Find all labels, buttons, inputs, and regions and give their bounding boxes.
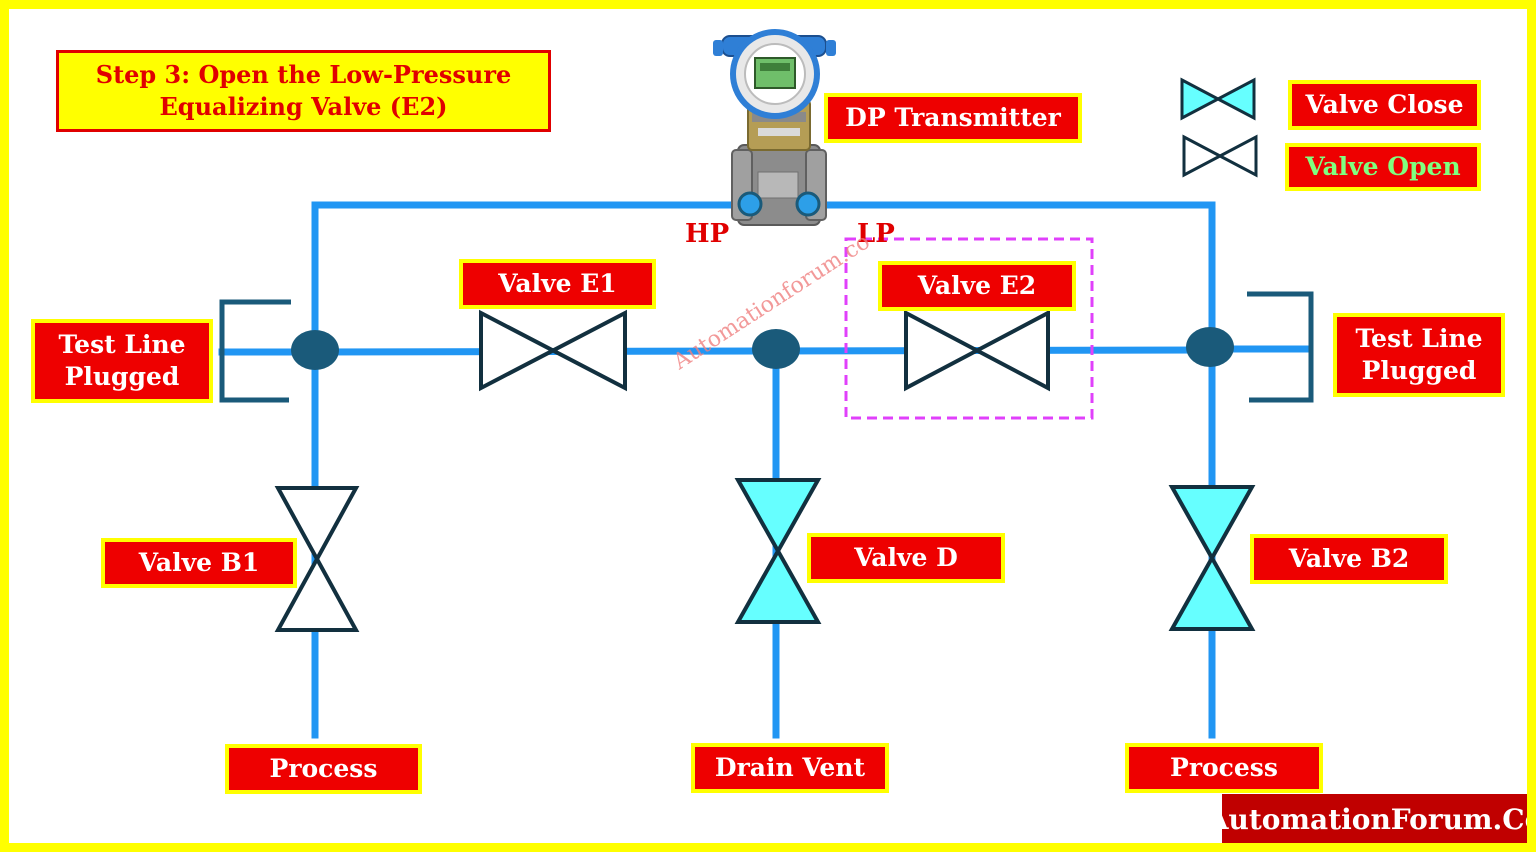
valve-b1-label: Valve B1 xyxy=(101,538,297,588)
legend-closed-valve-icon xyxy=(1180,77,1256,121)
valve-e2-label: Valve E2 xyxy=(878,261,1076,311)
legend-closed-label: Valve Close xyxy=(1288,80,1481,130)
lp-impulse-line xyxy=(804,201,1216,352)
right-test-line-label: Test Line Plugged xyxy=(1333,313,1505,397)
left-process-label: Process xyxy=(225,744,422,794)
left-test-line-plug xyxy=(219,299,291,403)
right-test-line-plug xyxy=(1247,291,1314,403)
pipes xyxy=(218,201,1314,739)
right-junction xyxy=(1186,327,1234,367)
center-junction xyxy=(752,329,800,369)
valve-e1-label: Valve E1 xyxy=(459,259,656,309)
valve-d-label: Valve D xyxy=(807,533,1005,583)
brand-logo: AutomationForum.Co xyxy=(1207,794,1527,843)
dp-transmitter-icon xyxy=(713,29,836,226)
valve-b2-label: Valve B2 xyxy=(1250,534,1448,584)
legend-open-valve-icon xyxy=(1182,134,1258,178)
manifold-schematic xyxy=(218,29,1314,739)
valve-e1-symbol[interactable] xyxy=(479,309,627,392)
valve-d-symbol[interactable] xyxy=(734,478,822,624)
lp-port-label: LP xyxy=(857,219,895,249)
right-process-label: Process xyxy=(1125,743,1323,793)
valve-e2-symbol[interactable] xyxy=(904,309,1050,392)
hp-impulse-line xyxy=(311,201,749,354)
e2-highlight-box xyxy=(844,237,1094,420)
junctions xyxy=(291,327,1234,370)
hp-port-label: HP xyxy=(685,219,730,249)
valve-b1-symbol[interactable] xyxy=(274,486,360,632)
valve-b2-symbol[interactable] xyxy=(1168,485,1256,631)
left-test-line-label: Test Line Plugged xyxy=(31,319,213,403)
dp-transmitter-label: DP Transmitter xyxy=(824,93,1082,143)
drain-vent-label: Drain Vent xyxy=(691,743,889,793)
legend-open-label: Valve Open xyxy=(1285,143,1481,191)
left-junction xyxy=(291,330,339,370)
step-title: Step 3: Open the Low-Pressure Equalizing… xyxy=(56,50,551,132)
